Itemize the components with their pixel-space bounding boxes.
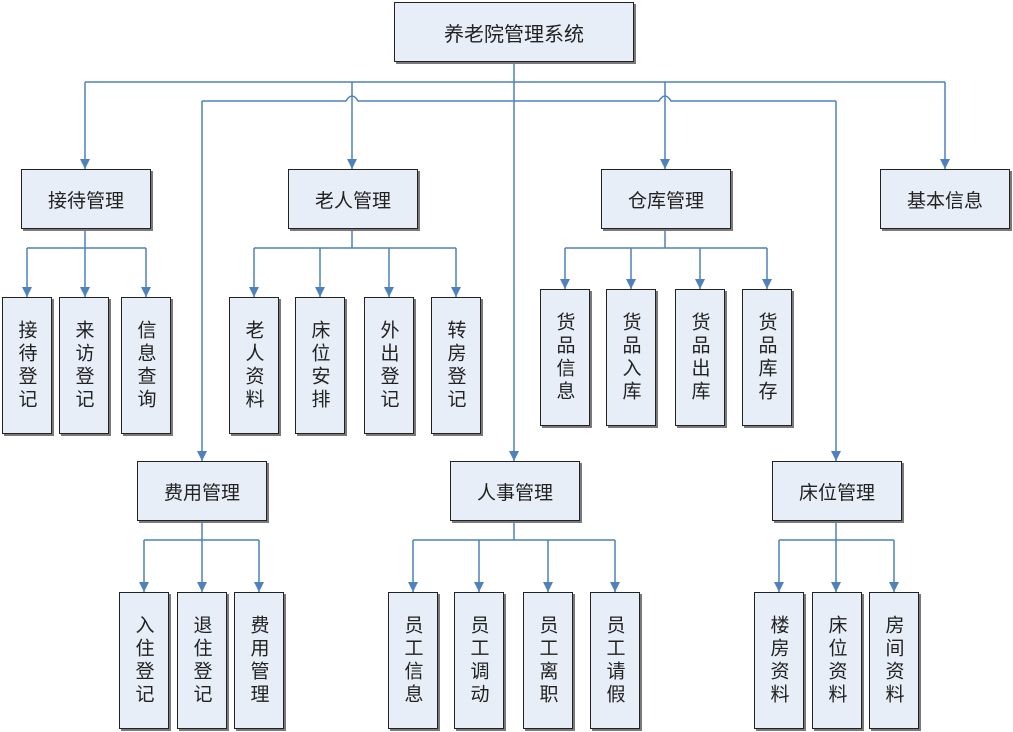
module-basic-info[interactable]: 基本信息 <box>880 169 1010 229</box>
arrowhead-icon <box>80 159 90 169</box>
arrowhead-icon <box>141 287 151 297</box>
second-bus <box>202 95 836 102</box>
arrowhead-icon <box>660 159 670 169</box>
arrowhead-icon <box>408 582 418 592</box>
leaf-building-data[interactable]: 楼房资料 <box>754 592 804 729</box>
module-elderly[interactable]: 老人管理 <box>288 169 418 229</box>
arrowhead-icon <box>197 451 207 461</box>
arrowhead-icon <box>695 279 705 289</box>
arrowhead-icon <box>626 279 636 289</box>
arrowhead-icon <box>831 582 841 592</box>
leaf-check-in[interactable]: 入住登记 <box>119 592 169 729</box>
leaf-reception-checkin[interactable]: 接待登记 <box>2 297 52 434</box>
module-fees[interactable]: 费用管理 <box>137 461 267 521</box>
arrowhead-icon <box>139 582 149 592</box>
arrowhead-icon <box>889 582 899 592</box>
arrowhead-icon <box>940 159 950 169</box>
leaf-room-data[interactable]: 房间资料 <box>869 592 919 729</box>
root-node[interactable]: 养老院管理系统 <box>394 2 634 62</box>
module-reception[interactable]: 接待管理 <box>21 169 151 229</box>
module-warehouse[interactable]: 仓库管理 <box>601 169 731 229</box>
arrowhead-icon <box>560 279 570 289</box>
leaf-staff-resignation[interactable]: 员工离职 <box>523 592 573 729</box>
leaf-bed-assignment[interactable]: 床位安排 <box>295 297 345 434</box>
leaf-bed-data[interactable]: 床位资料 <box>812 592 862 729</box>
module-beds[interactable]: 床位管理 <box>772 461 902 521</box>
leaf-elderly-profile[interactable]: 老人资料 <box>229 297 279 434</box>
arrowhead-icon <box>315 287 325 297</box>
leaf-goods-info[interactable]: 货品信息 <box>540 289 590 426</box>
arrowhead-icon <box>509 451 519 461</box>
leaf-visitor-registration[interactable]: 来访登记 <box>59 297 109 434</box>
leaf-staff-info[interactable]: 员工信息 <box>388 592 438 729</box>
arrowhead-icon <box>474 582 484 592</box>
arrowhead-icon <box>197 582 207 592</box>
arrowhead-icon <box>762 279 772 289</box>
arrowhead-icon <box>451 287 461 297</box>
arrowhead-icon <box>831 451 841 461</box>
leaf-info-query[interactable]: 信息查询 <box>121 297 171 434</box>
arrowhead-icon <box>347 159 357 169</box>
leaf-goods-stock[interactable]: 货品库存 <box>742 289 792 426</box>
module-hr[interactable]: 人事管理 <box>450 461 580 521</box>
leaf-goods-inbound[interactable]: 货品入库 <box>606 289 656 426</box>
leaf-outing-registration[interactable]: 外出登记 <box>364 297 414 434</box>
leaf-goods-outbound[interactable]: 货品出库 <box>675 289 725 426</box>
arrowhead-icon <box>543 582 553 592</box>
arrowhead-icon <box>254 582 264 592</box>
leaf-staff-leave[interactable]: 员工请假 <box>590 592 640 729</box>
arrowhead-icon <box>249 287 259 297</box>
arrowhead-icon <box>80 287 90 297</box>
arrowhead-icon <box>384 287 394 297</box>
leaf-fee-management[interactable]: 费用管理 <box>234 592 284 729</box>
leaf-check-out[interactable]: 退住登记 <box>177 592 227 729</box>
arrowhead-icon <box>774 582 784 592</box>
arrowhead-icon <box>22 287 32 297</box>
leaf-staff-transfer[interactable]: 员工调动 <box>454 592 504 729</box>
leaf-room-transfer[interactable]: 转房登记 <box>431 297 481 434</box>
arrowhead-icon <box>610 582 620 592</box>
